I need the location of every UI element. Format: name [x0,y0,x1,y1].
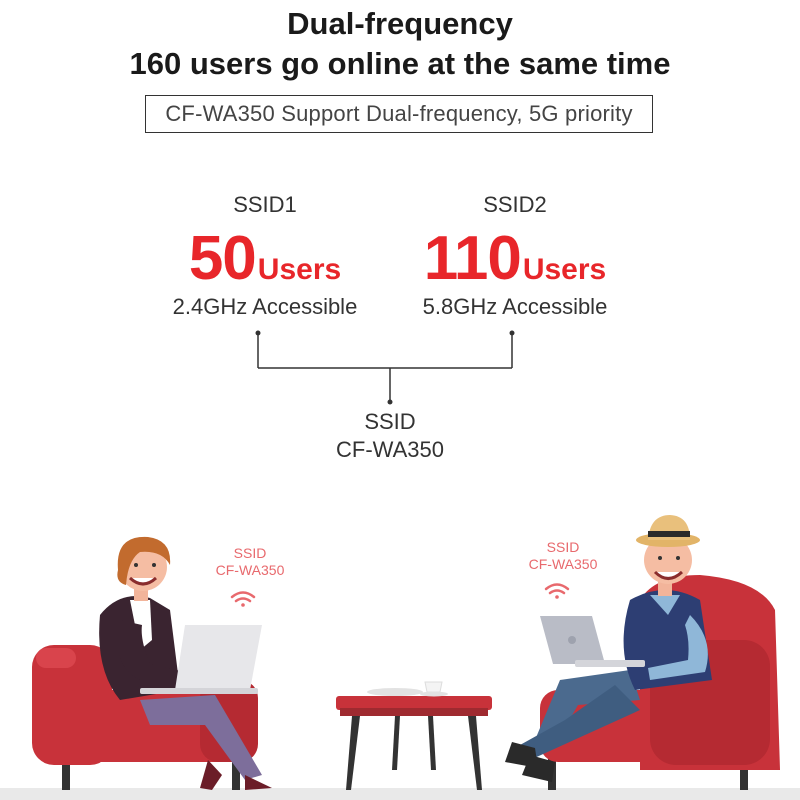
subtitle-box: CF-WA350 Support Dual-frequency, 5G prio… [145,95,653,133]
connector-dot-bottom [387,399,393,405]
wifi-icon [230,591,256,607]
ssid1-label: SSID1 [233,192,297,217]
left-bubble-line2: CF-WA350 [215,562,285,578]
left-ssid-bubble: SSID CF-WA350 [195,545,305,579]
subtitle-text: CF-WA350 Support Dual-frequency, 5G prio… [165,101,633,126]
wifi-icon [544,583,570,599]
connector-lines [257,333,513,402]
ssid2-users: 110Users [400,226,630,292]
right-laptop [540,616,645,667]
right-ssid-bubble: SSID CF-WA350 [508,539,618,573]
man-figure [505,515,712,782]
ssid1-user-count: 50 [188,224,257,293]
ssid1-users: 50Users [150,226,380,292]
ssid1-user-unit: Users [257,253,342,286]
left-bubble-line1: SSID [233,545,267,561]
coffee-table [336,681,492,790]
floor [0,788,800,800]
ssid2-label: SSID2 [483,192,547,217]
ssid1-block: SSID1 50Users 2.4GHz Accessible [150,192,380,320]
combined-ssid-name: CF-WA350 [336,437,444,462]
combined-ssid: SSID CF-WA350 [290,408,490,464]
ssid2-block: SSID2 110Users 5.8GHz Accessible [400,192,630,320]
left-laptop [140,625,262,694]
right-bubble-line1: SSID [546,539,580,555]
connector-dot-right [509,330,515,336]
ssid2-band: 5.8GHz Accessible [422,294,608,319]
connector-dot-left [255,330,261,336]
right-bubble-line2: CF-WA350 [528,556,598,572]
headline-line-1: Dual-frequency [287,6,513,41]
headline-line-2: 160 users go online at the same time [129,46,671,81]
woman-figure [99,536,272,790]
ssid2-user-count: 110 [423,224,522,293]
ssid1-band: 2.4GHz Accessible [172,294,358,319]
ssid2-user-unit: Users [522,253,607,286]
combined-ssid-label: SSID [364,409,416,434]
